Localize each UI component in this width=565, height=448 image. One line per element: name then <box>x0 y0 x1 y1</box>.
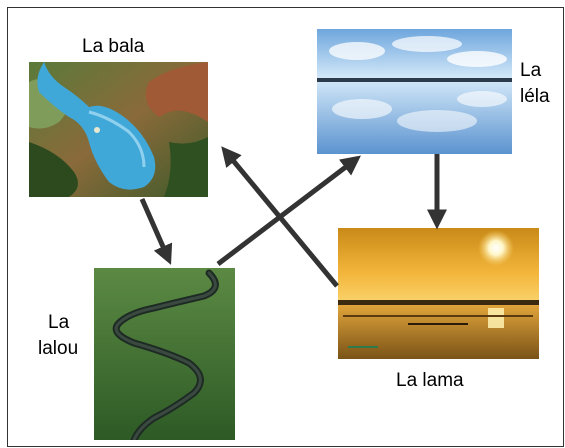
photo-la-lama <box>338 228 539 359</box>
label-la-lama: La lama <box>396 370 464 391</box>
label-la-lalou: La lalou <box>38 310 78 361</box>
label-la-lalou-line2: lalou <box>38 337 79 359</box>
arrow-bala-to-lalou <box>139 197 173 265</box>
arrow-lama-to-bala <box>221 146 339 288</box>
label-la-lela-line2: léla <box>520 85 550 107</box>
arrow-lalou-to-lela <box>216 155 361 266</box>
photo-la-bala <box>29 62 208 197</box>
label-la-lela: La léla <box>520 58 550 109</box>
label-la-lela-line1: La <box>520 60 542 81</box>
label-la-bala: La bala <box>82 36 145 57</box>
photo-la-lela <box>317 29 512 154</box>
label-la-lalou-line1: La <box>48 312 70 333</box>
photo-la-lalou <box>94 268 235 440</box>
